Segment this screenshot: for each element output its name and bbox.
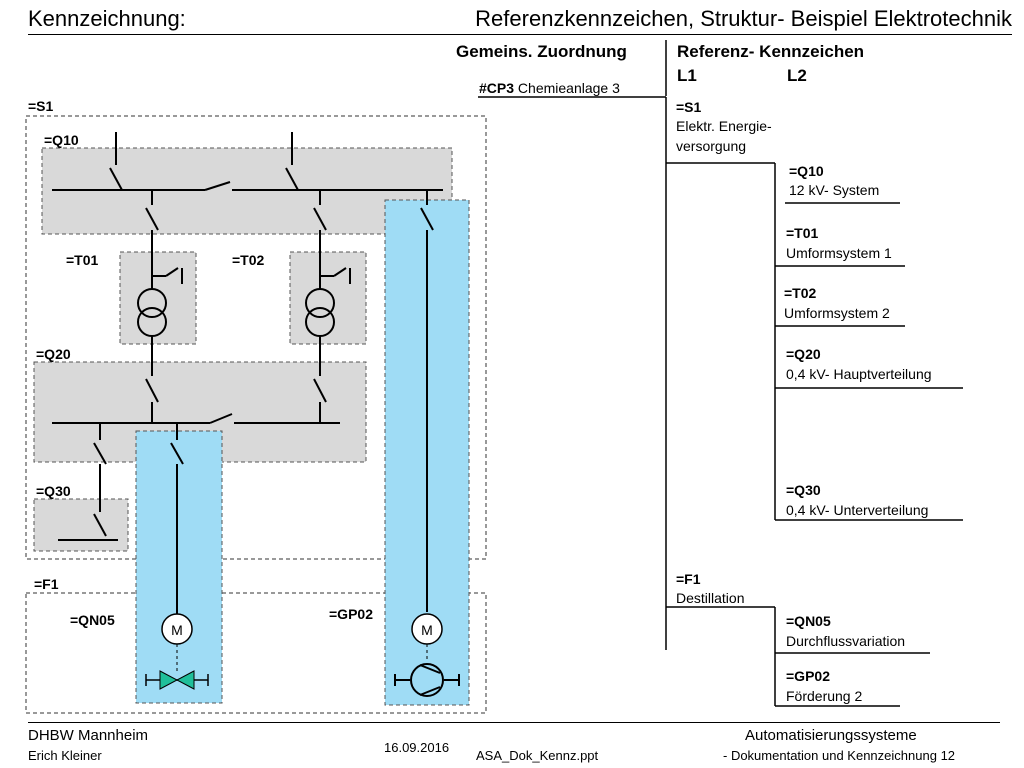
tree-t01-code: =T01 (786, 225, 819, 241)
footer-course: Automatisierungssysteme (745, 727, 917, 744)
header-rule (28, 34, 1012, 35)
gp02-motor-label: M (421, 622, 433, 638)
valve-icon (145, 670, 209, 690)
t01-box (119, 251, 197, 345)
column-level2: L2 (787, 66, 807, 85)
t02-box (289, 251, 367, 345)
diagram-label-q10: =Q10 (44, 132, 79, 148)
tree-f1-code: =F1 (676, 571, 701, 587)
tree-f1-desc: Destillation (676, 590, 745, 606)
tree-t02-desc: Umformsystem 2 (784, 305, 890, 321)
diagram-label-qn05: =QN05 (70, 612, 115, 628)
diagram-label-f1: =F1 (34, 576, 59, 592)
tree-gp02-code: =GP02 (786, 668, 830, 684)
tree-root: #CP3 Chemieanlage 3 (479, 80, 620, 96)
circuit-lines (52, 132, 443, 614)
footer-subtitle: - Dokumentation und Kennzeichnung 12 (723, 748, 955, 763)
footer-subtitle-text: - Dokumentation und Kennzeichnung (723, 748, 937, 763)
diagram-label-t02: =T02 (232, 252, 265, 268)
pump-icon (394, 663, 460, 697)
column-reference: Referenz- Kennzeichen (677, 42, 865, 61)
slide-title: Referenzkennzeichen, Struktur- Beispiel … (475, 6, 1012, 31)
tree-gp02-desc: Förderung 2 (786, 688, 863, 704)
tree-t02-code: =T02 (784, 285, 817, 301)
t01-transformer-icon (137, 288, 167, 337)
column-level1: L1 (677, 66, 697, 85)
tree-q30-desc: 0,4 kV- Unterverteilung (786, 502, 929, 518)
tree-q10-code: =Q10 (789, 163, 824, 179)
footer-page-number: 12 (940, 748, 956, 763)
s1-boundary (25, 115, 487, 560)
footer-author: Erich Kleiner (28, 748, 102, 763)
diagram-label-t01: =T01 (66, 252, 99, 268)
reference-tree (478, 96, 963, 707)
q30-box (33, 498, 129, 552)
tree-qn05-code: =QN05 (786, 613, 831, 629)
tree-s1-code: =S1 (676, 99, 702, 115)
f1-boundary (25, 592, 487, 714)
tree-s1-desc-1: Elektr. Energie- (676, 118, 772, 134)
qn05-box (135, 430, 223, 704)
diagram-label-q20: =Q20 (36, 346, 71, 362)
slide-category: Kennzeichnung: (28, 6, 186, 31)
tree-s1-desc-2: versorgung (676, 138, 747, 154)
column-assignment: Gemeins. Zuordnung (456, 42, 627, 61)
footer-institution: DHBW Mannheim (28, 727, 149, 744)
tree-qn05-desc: Durchflussvariation (786, 633, 906, 649)
footer-date: 16.09.2016 (384, 740, 450, 755)
footer-rule (28, 722, 1000, 723)
diagram-label-q30: =Q30 (36, 483, 71, 499)
tree-q20-desc: 0,4 kV- Hauptverteilung (786, 366, 932, 382)
tree-t01-desc: Umformsystem 1 (786, 245, 892, 261)
tree-q20-code: =Q20 (786, 346, 821, 362)
footer-file: ASA_Dok_Kennz.ppt (476, 748, 599, 763)
tree-q30-code: =Q30 (786, 482, 821, 498)
diagram-label-gp02: =GP02 (329, 606, 373, 622)
qn05-motor-label: M (171, 622, 183, 638)
t02-transformer-icon (305, 288, 335, 337)
tree-q10-desc: 12 kV- System (789, 182, 880, 198)
diagram-label-s1: =S1 (28, 98, 54, 114)
tree-root-code: #CP3 (479, 80, 515, 96)
tree-root-desc: Chemieanlage 3 (517, 80, 620, 96)
